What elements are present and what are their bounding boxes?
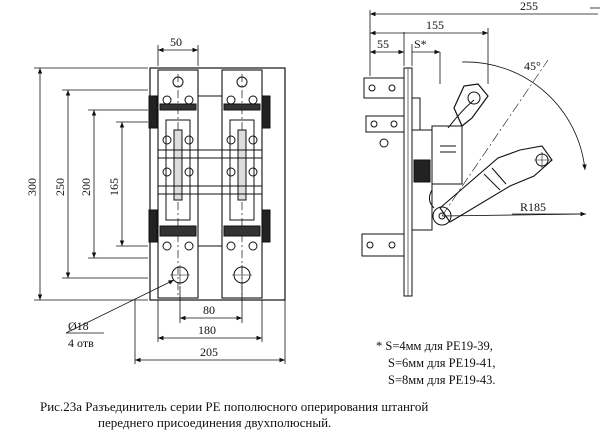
note-s-4mm: * S=4мм для РЕ19-39,: [376, 339, 493, 353]
dim-55: 55: [377, 37, 389, 51]
dim-hole-diameter: Ø18: [68, 319, 89, 333]
caption-line-2: переднего присоединения двухполюсный.: [98, 415, 332, 430]
front-view-labels: 50 300 250 200 165 80 180 205 Ø18 4 отв: [25, 35, 218, 359]
dim-255: 255: [520, 0, 538, 13]
bolt-icons: [162, 76, 258, 251]
dim-250: 250: [53, 178, 67, 196]
dim-200: 200: [79, 178, 93, 196]
dim-180: 180: [198, 323, 216, 337]
dim-165: 165: [107, 178, 121, 196]
dim-s-gap: S*: [414, 37, 427, 51]
dim-50: 50: [170, 35, 182, 49]
front-view: [148, 67, 286, 301]
dim-205: 205: [200, 345, 218, 359]
side-view: [361, 67, 553, 297]
side-view-labels: 255 155 55 S* 45° R185: [377, 0, 546, 214]
caption-line-1: Рис.23а Разъединитель серии РЕ пополюсно…: [40, 399, 429, 414]
dim-155: 155: [426, 18, 444, 32]
note-s-8mm: S=8мм для РЕ19-43.: [388, 373, 496, 387]
front-view-dimensions: [34, 45, 286, 364]
dim-angle: 45°: [524, 59, 541, 73]
dim-radius: R185: [520, 200, 546, 214]
figure-caption: Рис.23а Разъединитель серии РЕ пополюсно…: [40, 399, 428, 431]
dim-hole-count: 4 отв: [68, 336, 94, 350]
note-s-6mm: S=6мм для РЕ19-41,: [388, 356, 496, 370]
side-view-dimensions: [369, 7, 600, 217]
dim-300: 300: [25, 178, 39, 196]
dim-80: 80: [203, 303, 215, 317]
